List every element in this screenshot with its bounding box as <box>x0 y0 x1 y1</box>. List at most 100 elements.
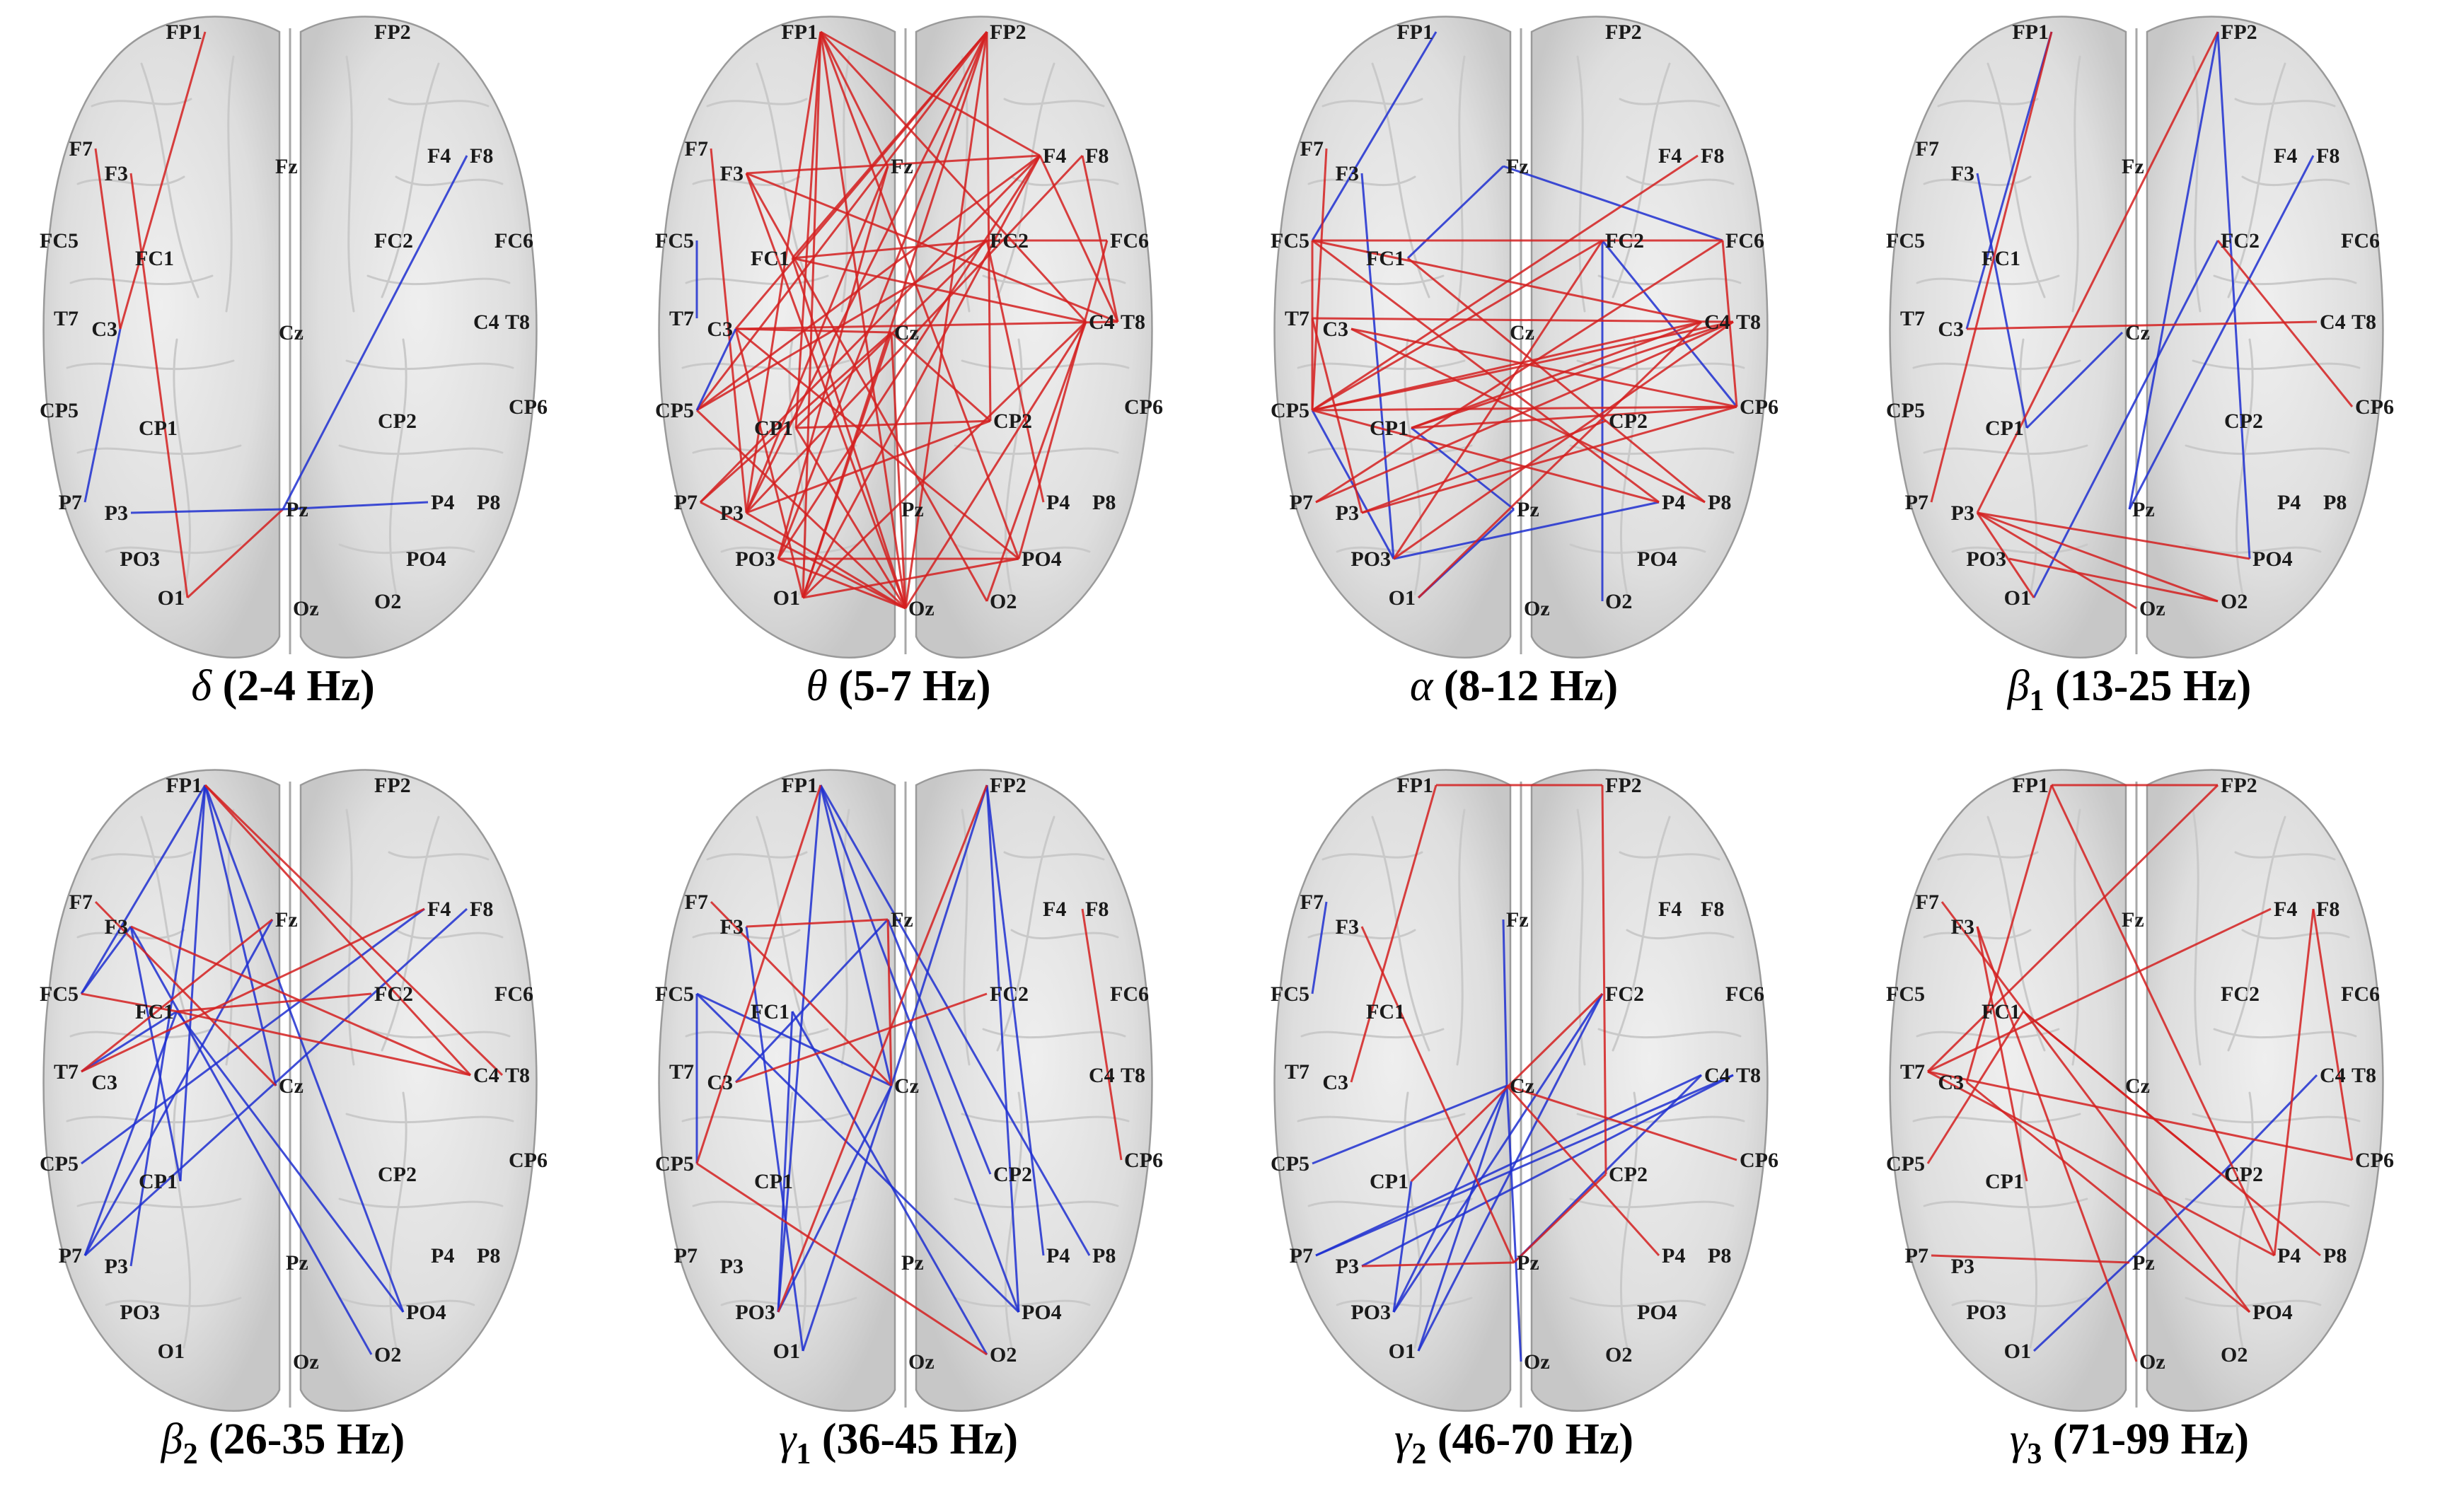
electrode-label: P4 <box>431 1244 454 1267</box>
electrode-label: FC6 <box>1110 229 1149 253</box>
electrode-label: CP5 <box>1271 399 1309 422</box>
electrode-label: C3 <box>707 318 733 341</box>
electrode-label: O1 <box>1389 1340 1416 1363</box>
edge-FC5-FC1 <box>81 992 178 1013</box>
edge-F3-O1 <box>129 173 189 598</box>
connection-edges <box>1311 31 1738 601</box>
edge-Cz-O1 <box>802 332 893 598</box>
electrode-label: P4 <box>2277 491 2301 514</box>
electrode-label: C4 <box>1704 311 1730 334</box>
band-range: (5-7 Hz) <box>828 662 991 710</box>
edge-F3-O2 <box>745 173 988 602</box>
electrode-label: FC6 <box>2341 229 2380 253</box>
electrode-label: CP2 <box>993 1163 1032 1186</box>
electrode-label: F3 <box>1951 162 1974 185</box>
edge-O1-PO4 <box>802 557 1019 599</box>
electrode-label: FP2 <box>1605 774 1642 797</box>
electrode-label: T8 <box>2352 311 2376 334</box>
electrode-label: FP2 <box>2221 774 2257 797</box>
edge-F3-CP1 <box>1976 173 2028 429</box>
electrode-label: Fz <box>1506 908 1529 932</box>
edge-P3-F8 <box>745 154 1084 514</box>
electrode-label: PO3 <box>120 1301 160 1324</box>
electrode-label: F7 <box>69 137 93 161</box>
edge-F7-FC5 <box>1311 901 1328 994</box>
electrode-label: CP5 <box>1886 399 1925 422</box>
brain-gyri <box>681 808 1130 1349</box>
electrode-label: Pz <box>2132 1251 2155 1275</box>
electrode-label: F7 <box>1916 137 1939 161</box>
electrode-label: P8 <box>2323 1244 2347 1267</box>
edge-FP2-FC1 <box>791 31 988 259</box>
electrode-label: F8 <box>1701 144 1724 168</box>
electrode-label: CP5 <box>40 399 79 422</box>
electrode-label: FC2 <box>374 229 413 253</box>
edge-CP5-CP6 <box>1312 405 1737 412</box>
edge-PO3-O2 <box>2008 557 2219 603</box>
electrode-label: T7 <box>1285 307 1309 330</box>
electrode-label: F3 <box>720 915 744 939</box>
electrode-label: F8 <box>2316 898 2339 921</box>
edge-F7-Cz <box>710 900 893 1087</box>
edge-FC1-P8 <box>1407 257 1706 504</box>
electrode-label: F4 <box>1658 144 1682 168</box>
edge-O1-Pz <box>186 508 284 599</box>
edge-P3-Pz <box>1361 1261 1515 1267</box>
band-subscript: 1 <box>2030 685 2044 717</box>
electrode-label: F7 <box>1916 890 1939 914</box>
electrode-label: C3 <box>1938 1071 1964 1094</box>
band-subscript: 2 <box>183 1438 198 1470</box>
electrode-label: FP1 <box>2012 21 2049 44</box>
electrode-label: Fz <box>275 908 298 932</box>
edge-C3-Cz <box>735 327 892 334</box>
edge-FP2-Oz <box>904 31 988 609</box>
electrode-label: CP6 <box>2355 395 2394 419</box>
electrode-label: O2 <box>1605 590 1632 613</box>
electrode-label: Pz <box>901 1251 924 1275</box>
electrode-label: P7 <box>1905 1244 1928 1267</box>
electrode-label: C4 <box>1089 1064 1115 1087</box>
edge-Pz-F8 <box>2128 155 2315 510</box>
electrode-label: P8 <box>477 1244 500 1267</box>
electrode-label: P8 <box>1708 491 1731 514</box>
electrode-label: T8 <box>1736 1064 1761 1087</box>
edge-FP2-Pz <box>2128 31 2219 510</box>
electrode-label: O2 <box>374 1343 401 1367</box>
electrode-label: FC1 <box>1982 1000 2020 1023</box>
edge-Fz-FC6 <box>1503 165 1723 242</box>
electrode-label: T7 <box>54 1060 79 1084</box>
edge-FP2-P4 <box>985 784 1045 1256</box>
edge-C3-C4 <box>1966 320 2318 330</box>
edge-FC2-O1 <box>1417 993 1604 1352</box>
electrode-label: F3 <box>105 915 128 939</box>
electrode-label: P7 <box>674 1244 698 1267</box>
edge-Pz-F8 <box>282 155 468 510</box>
edge-FP1-C3 <box>1965 784 2053 1083</box>
electrode-label: FC1 <box>1366 1000 1405 1023</box>
edge-C3-T8 <box>735 320 1118 330</box>
electrode-label: PO3 <box>1350 547 1391 571</box>
electrode-label: T7 <box>1900 1060 1925 1084</box>
right-hemisphere <box>915 769 1153 1412</box>
electrode-label: C4 <box>2320 311 2346 334</box>
electrode-label: PO3 <box>735 547 775 571</box>
electrode-label: F8 <box>470 898 493 921</box>
electrode-label: P3 <box>1951 501 1974 525</box>
electrode-label: Fz <box>1506 155 1529 178</box>
edge-CP5-O2 <box>696 1162 988 1356</box>
edge-O1-FC2 <box>2032 240 2219 598</box>
electrode-label: FC6 <box>494 982 533 1006</box>
electrode-label: CP6 <box>1124 1149 1163 1172</box>
electrode-label: FC2 <box>2221 982 2260 1006</box>
band-greek-letter: θ <box>806 662 827 710</box>
electrode-label: O2 <box>990 590 1017 613</box>
electrode-label: FC5 <box>1271 229 1309 253</box>
electrode-label: CP5 <box>1886 1152 1925 1176</box>
edge-FP1-C4 <box>819 30 1087 323</box>
edge-C3-O1 <box>734 328 804 598</box>
